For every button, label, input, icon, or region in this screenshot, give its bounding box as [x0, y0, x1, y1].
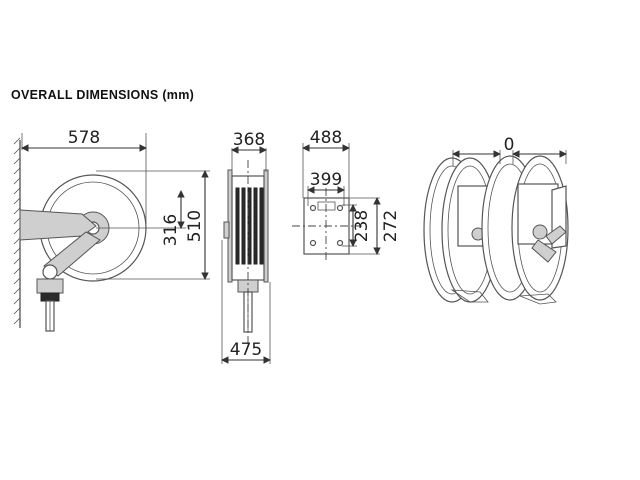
bracket-view: 488 399 238 272: [292, 128, 401, 262]
front-view: 368 475: [221, 130, 271, 364]
dim-side-axis-height: 316: [161, 214, 181, 246]
dim-bracket-width: 488: [310, 128, 342, 148]
dim-front-bottom-width: 475: [230, 340, 262, 360]
dim-multi-reel-gap: 0: [504, 135, 515, 155]
side-view: 578 316 510: [13, 128, 210, 332]
hose-reel-front-view-icon: [223, 169, 269, 333]
wall-hatching-icon: [13, 137, 21, 328]
dim-side-width: 578: [68, 128, 100, 148]
dim-bracket-height: 272: [381, 210, 401, 242]
multi-reel-assembly-icon: [423, 155, 569, 305]
dim-front-top-width: 368: [233, 130, 265, 150]
dim-bracket-hole-spacing-h: 399: [310, 170, 342, 190]
dim-side-height: 510: [185, 210, 205, 242]
page-title: OVERALL DIMENSIONS (mm): [11, 88, 195, 102]
dim-bracket-hole-spacing-v: 238: [352, 210, 372, 242]
multi-reel-view: 0: [423, 135, 569, 305]
hose-reel-side-view-icon: [19, 174, 147, 332]
